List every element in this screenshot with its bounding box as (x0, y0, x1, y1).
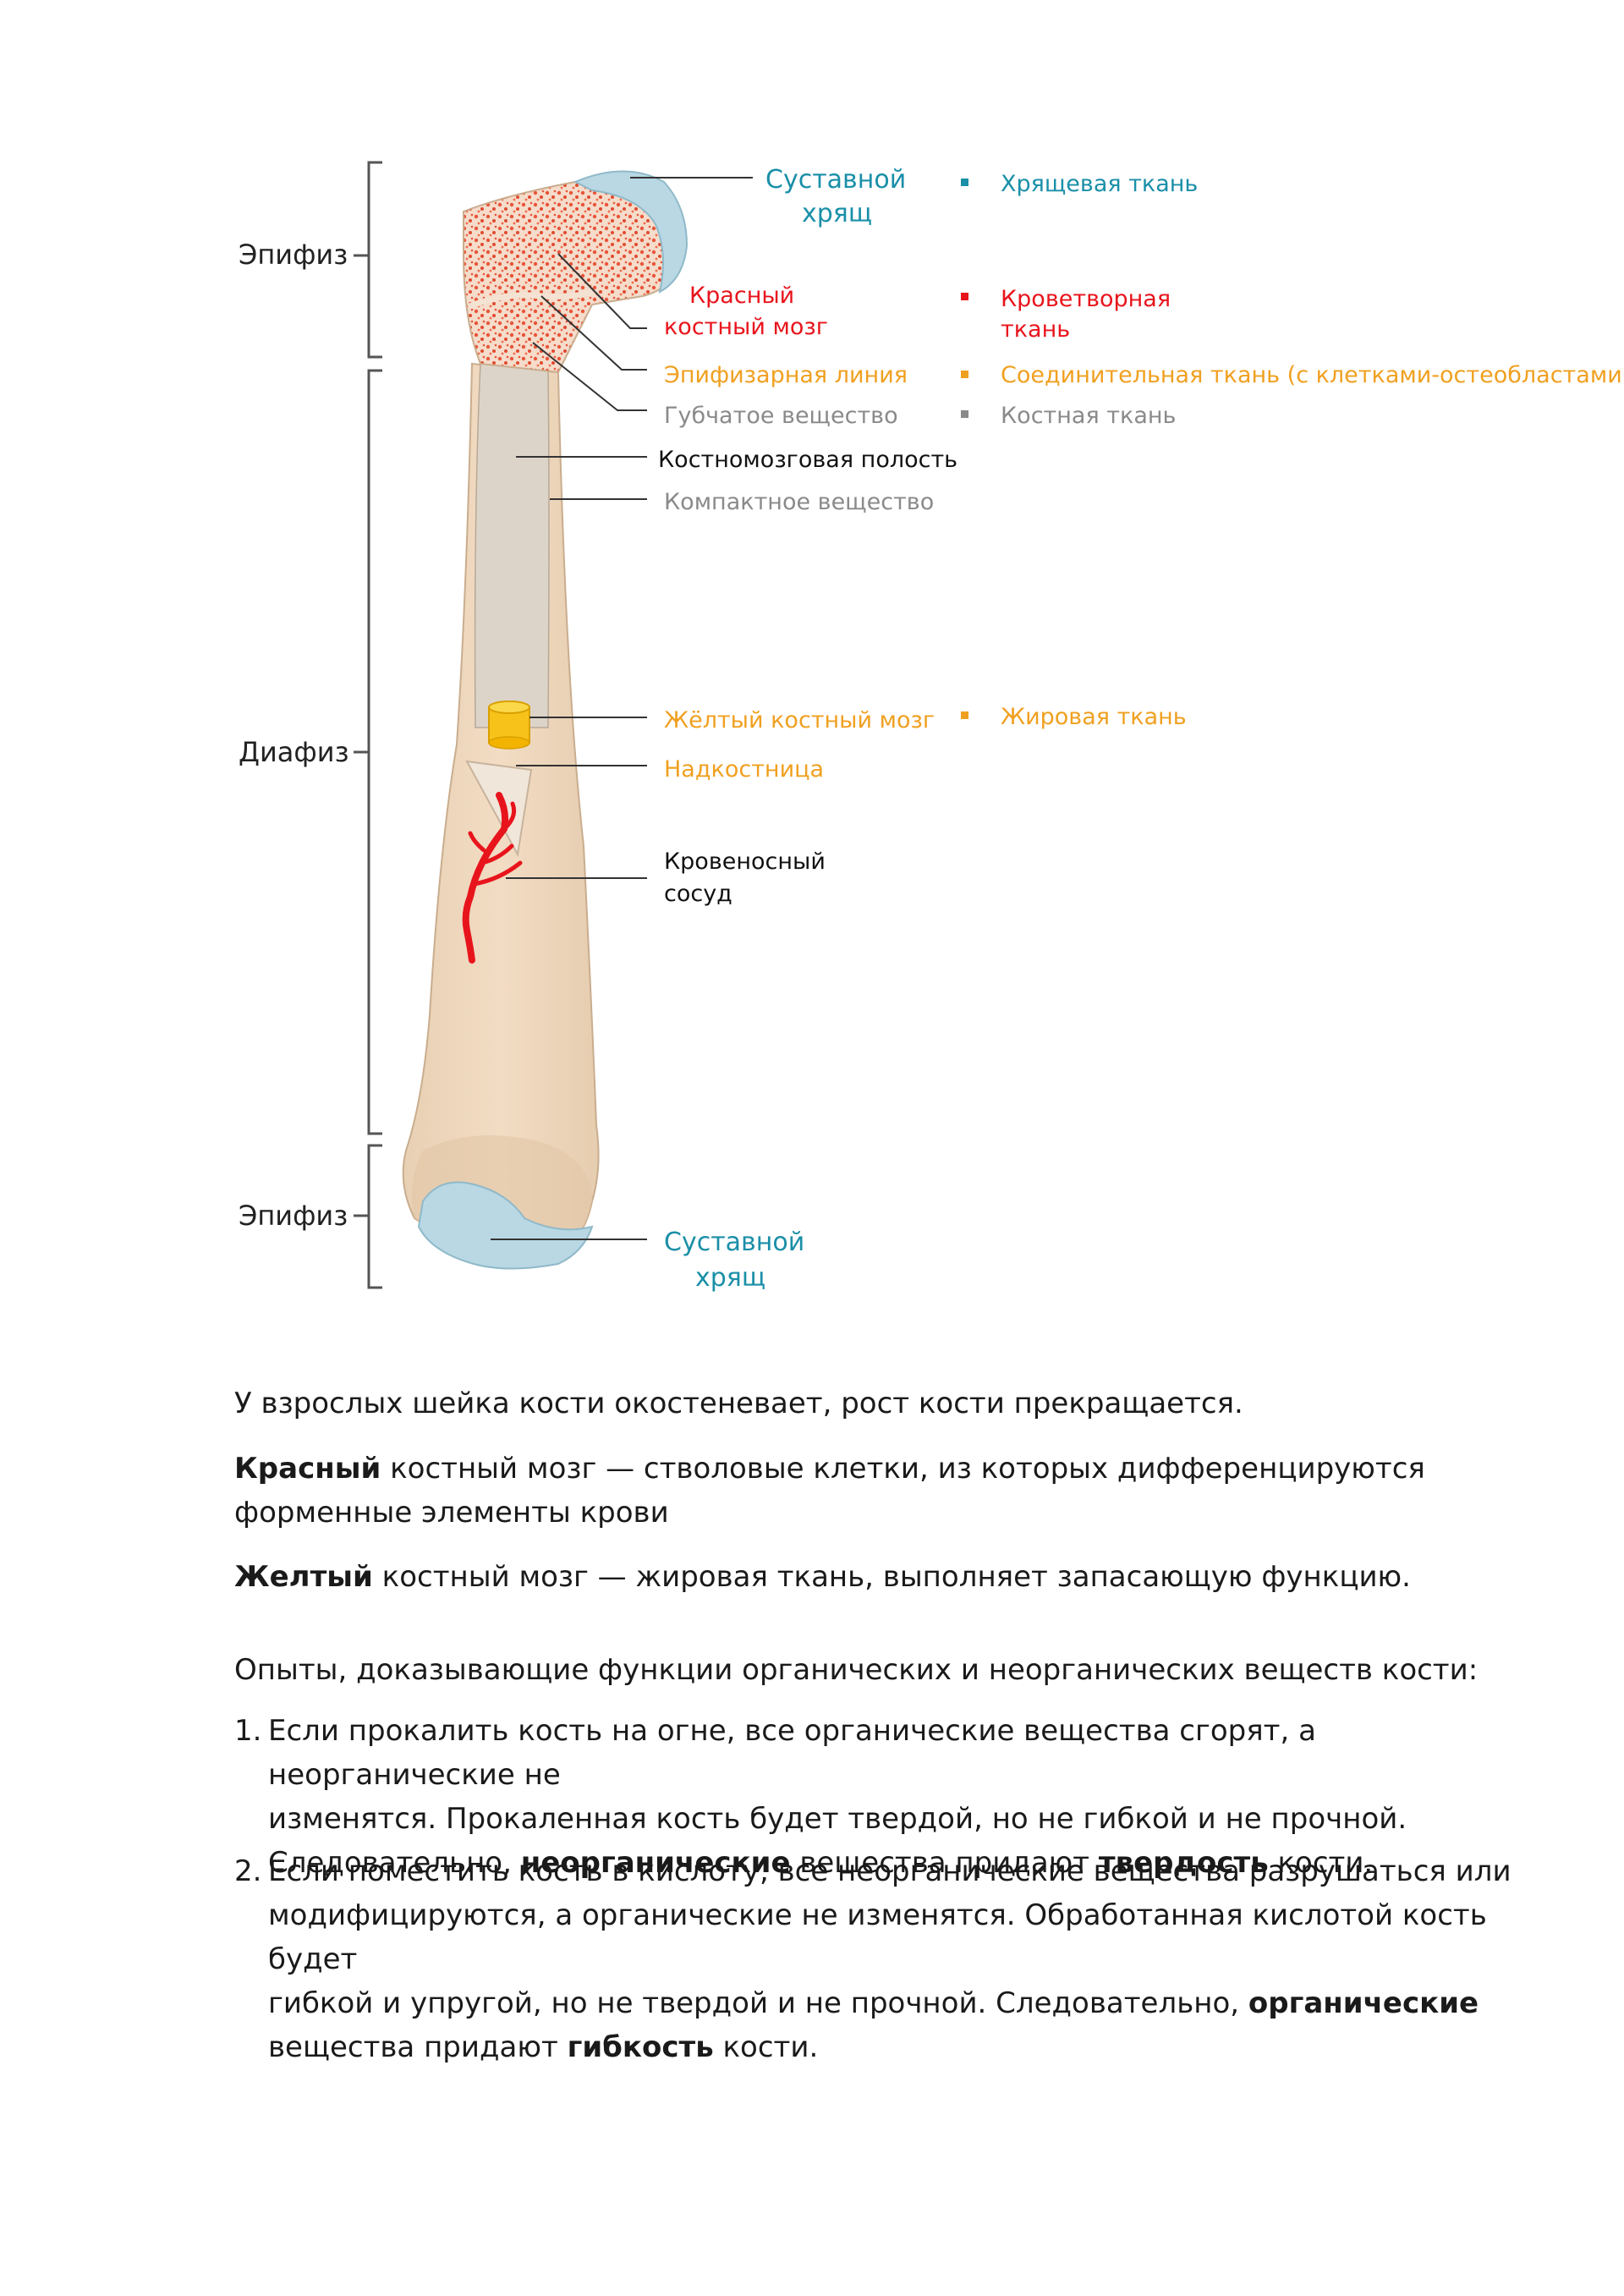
term-inorganic: неорганические (520, 1846, 791, 1880)
red-marrow-desc-2: форменные элементы крови (234, 1496, 669, 1530)
label-compact-bone: Компактное вещество (664, 489, 934, 515)
region-brackets (354, 161, 382, 1289)
paragraph-yellow-marrow: Желтый костный мозг — жировая ткань, вып… (234, 1555, 1537, 1599)
paragraph-red-marrow: Красный костный мозг — стволовые клетки,… (234, 1447, 1537, 1535)
tissue-legend: Хрящевая ткань Кроветворная ткань Соедин… (961, 171, 1624, 730)
legend-marker-bone (961, 410, 968, 418)
upper-articular-cartilage (573, 170, 689, 294)
label-articular-cartilage-top-2: хрящ (802, 199, 872, 228)
legend-adipose: Жировая ткань (1001, 704, 1187, 730)
legend-cartilage: Хрящевая ткань (1001, 171, 1198, 197)
label-spongy-bone: Губчатое вещество (664, 403, 898, 429)
leader-lines (491, 177, 753, 1240)
item1-line3a: Следовательно, (268, 1846, 521, 1880)
list-number-1: 1. (234, 1714, 262, 1748)
label-red-marrow: Красный (689, 283, 794, 309)
legend-bone: Костная ткань (1001, 403, 1176, 429)
list-item-acid: 2. Если поместить кость в кислоту, все н… (234, 1849, 1554, 2069)
legend-hematopoietic: Кроветворная (1001, 286, 1171, 312)
label-articular-cartilage-bottom-2: хрящ (695, 1263, 765, 1293)
item1-line2: изменятся. Прокаленная кость будет тверд… (268, 1802, 1407, 1836)
label-blood-vessel: Кровеносный (664, 849, 826, 875)
legend-marker-hematopoietic (961, 293, 968, 300)
yellow-marrow-sample (488, 700, 530, 750)
term-yellow: Желтый (234, 1560, 373, 1594)
label-epiphysis-top: Эпифиз (239, 239, 348, 271)
legend-marker-adipose (961, 711, 968, 719)
term-red: Красный (234, 1452, 381, 1486)
bone-diagram: Эпифиз Диафиз Эпифиз Суставной хрящ Крас… (239, 161, 1624, 1293)
item2-line1: Если поместить кость в кислоту, все неор… (268, 1854, 1512, 1888)
bone-illustration (402, 170, 689, 1270)
label-articular-cartilage-bottom: Суставной (664, 1228, 804, 1257)
list-number-2: 2. (234, 1854, 262, 1888)
item2-line3a: гибкой и упругой, но не твердой и не про… (268, 1986, 1248, 2020)
legend-connective: Соединительная ткань (с клетками-остеобл… (1001, 362, 1624, 388)
paragraph-neck-ossification: У взрослых шейка кости окостеневает, рос… (234, 1387, 1243, 1420)
paragraph-experiments-intro: Опыты, доказывающие функции органических… (234, 1653, 1479, 1687)
term-organic: органические (1248, 1986, 1479, 2020)
lower-articular-cartilage (417, 1181, 594, 1270)
legend-hematopoietic-2: ткань (1001, 316, 1070, 343)
label-diaphysis: Диафиз (239, 736, 349, 768)
red-marrow-desc-1: костный мозг — стволовые клетки, из кото… (381, 1452, 1425, 1486)
label-articular-cartilage-top: Суставной (765, 165, 906, 195)
item1-line3e: кости. (1268, 1846, 1374, 1880)
item1-line3c: вещества придают (790, 1846, 1099, 1880)
legend-marker-connective (961, 371, 968, 378)
epiphyseal-line (468, 288, 594, 310)
term-hardness: твердость (1098, 1846, 1269, 1880)
item1-line1: Если прокалить кость на огне, все органи… (268, 1714, 1316, 1792)
item2-line4a: вещества придают (268, 2030, 568, 2064)
periosteum-flap (465, 760, 533, 858)
item2-line2: модифицируются, а органические не изменя… (268, 1898, 1487, 1976)
label-blood-vessel-2: сосуд (664, 881, 732, 907)
label-epiphysis-bottom: Эпифиз (239, 1200, 348, 1232)
label-yellow-marrow: Жёлтый костный мозг (664, 707, 935, 733)
label-periosteum: Надкостница (664, 756, 824, 783)
label-red-marrow-2: костный мозг (664, 314, 828, 340)
label-medullary-cavity: Костномозговая полость (658, 447, 957, 473)
label-epiphyseal-line: Эпифизарная линия (664, 362, 908, 388)
item2-line4c: кости. (713, 2030, 819, 2064)
term-flexibility: гибкость (567, 2030, 714, 2064)
yellow-marrow-desc: костный мозг — жировая ткань, выполняет … (372, 1560, 1411, 1594)
legend-marker-cartilage (961, 179, 968, 186)
list-item-burning: 1. Если прокалить кость на огне, все орг… (234, 1709, 1554, 1885)
